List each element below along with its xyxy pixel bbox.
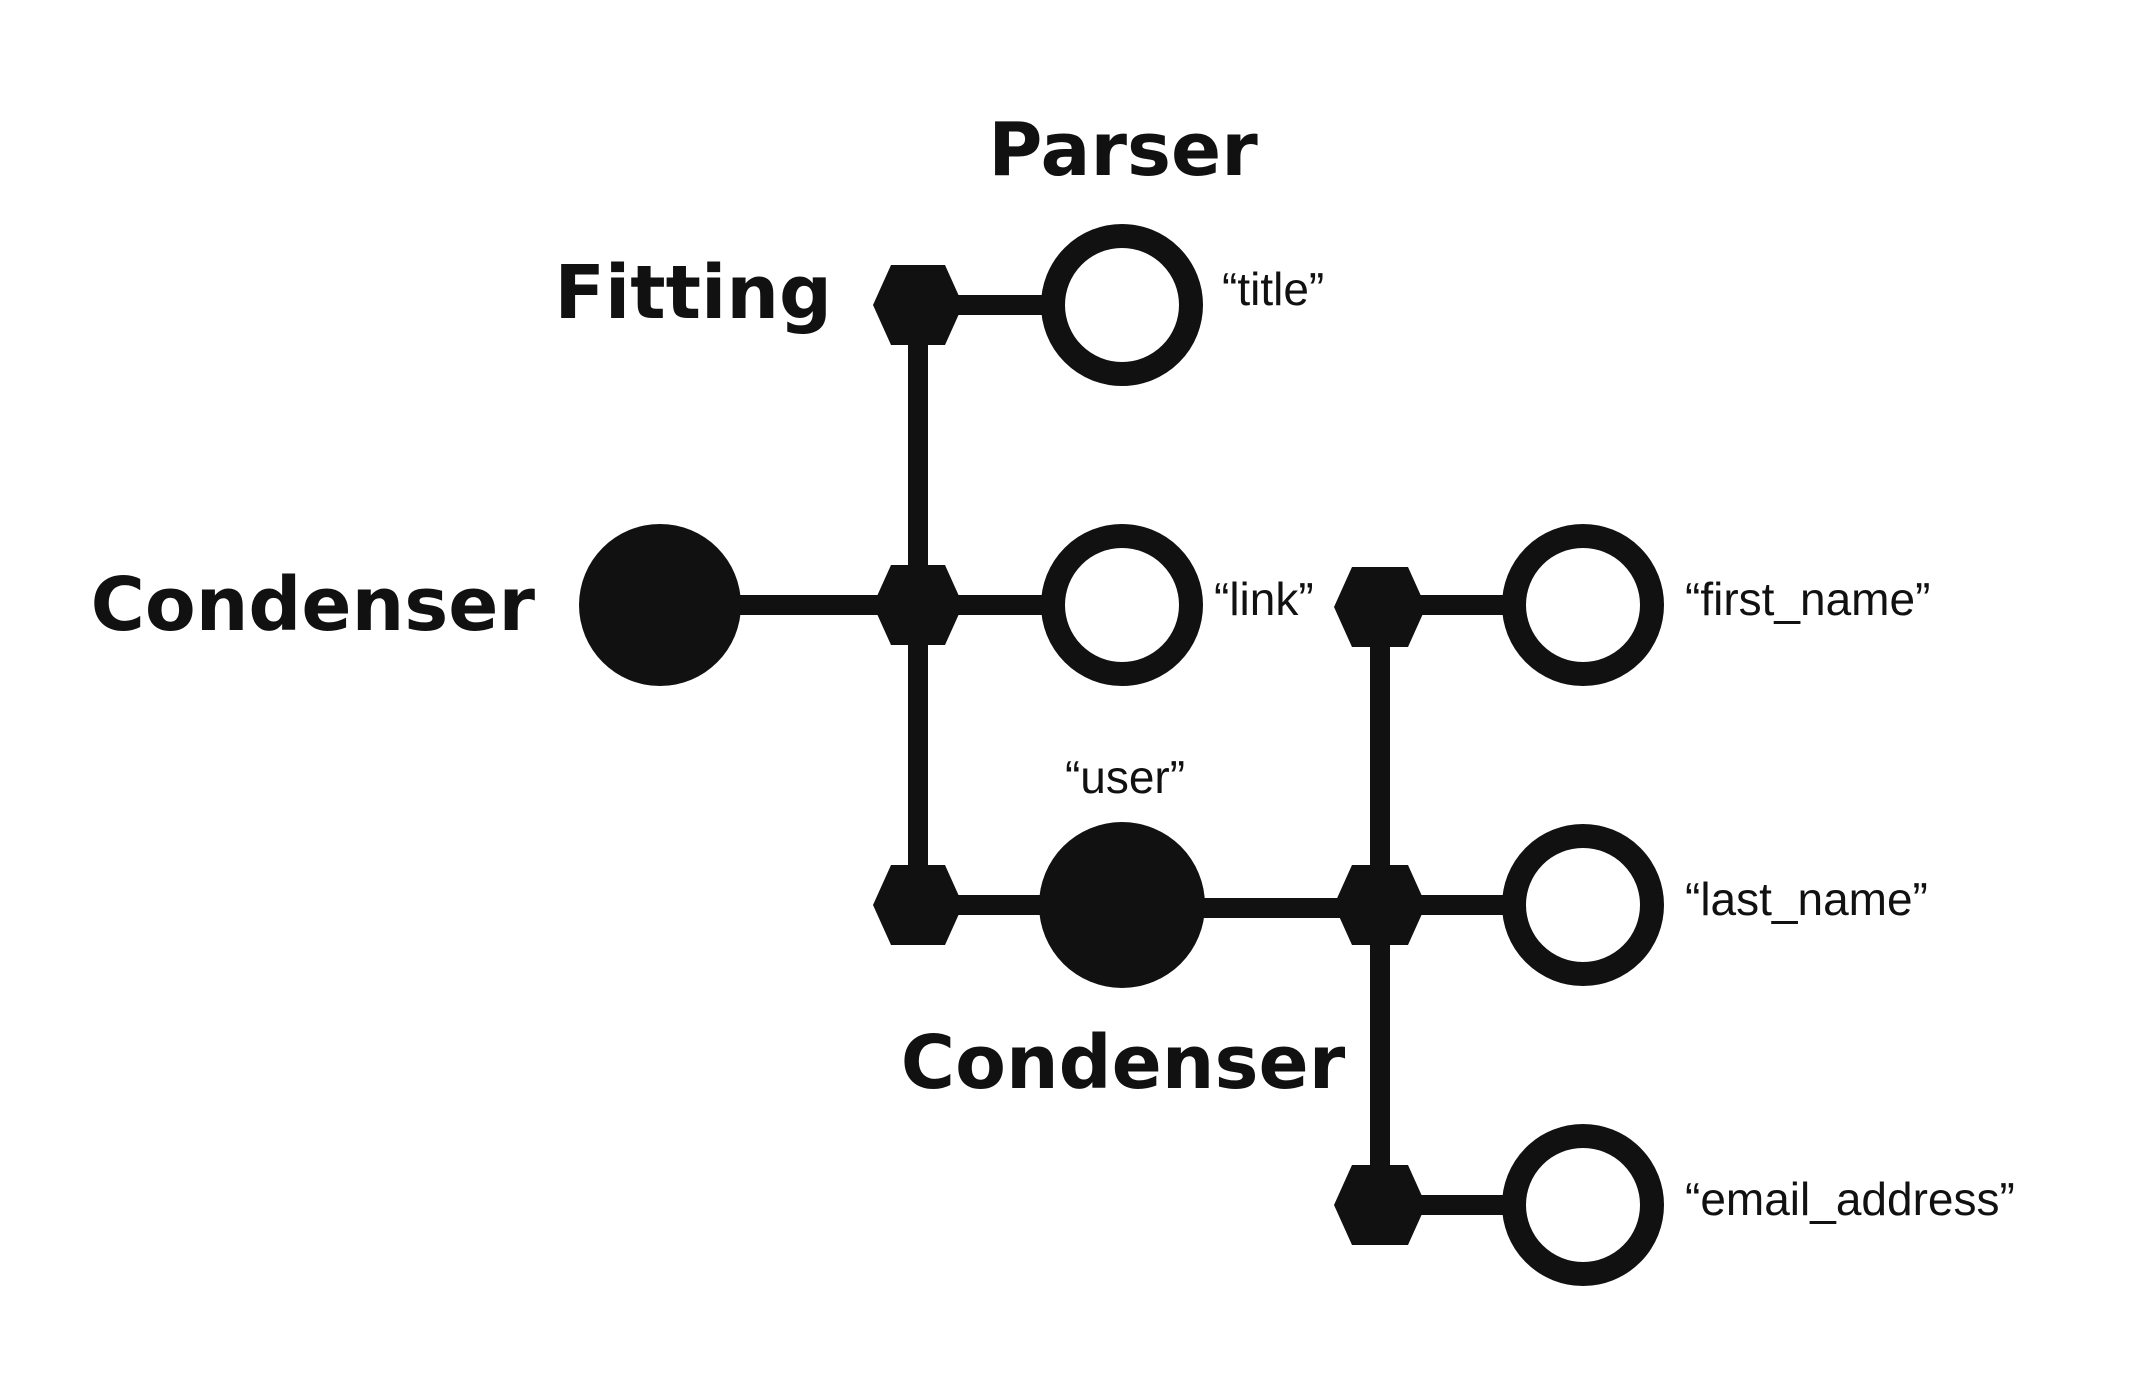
fitting-icon bbox=[873, 865, 963, 945]
field-title: “title” bbox=[1222, 263, 1324, 315]
fitting-icon bbox=[873, 265, 963, 345]
field-first-name: “first_name” bbox=[1685, 573, 1930, 625]
field-link: “link” bbox=[1214, 573, 1314, 625]
fitting-icon bbox=[1334, 865, 1426, 945]
label-fitting: Fitting bbox=[554, 250, 832, 336]
fitting-icon bbox=[873, 565, 963, 645]
parser-node-icon bbox=[1502, 524, 1664, 686]
label-condenser-root: Condenser bbox=[91, 562, 536, 648]
field-email-address: “email_address” bbox=[1685, 1173, 2015, 1225]
fitting-icon bbox=[1334, 567, 1426, 647]
parser-node-icon bbox=[1041, 224, 1203, 386]
fitting-icon bbox=[1334, 1165, 1426, 1245]
field-user: “user” bbox=[1065, 751, 1185, 803]
condenser-node-icon bbox=[1039, 822, 1205, 988]
label-condenser-user: Condenser bbox=[901, 1020, 1346, 1106]
parsers bbox=[1041, 224, 1664, 1286]
condensers bbox=[579, 524, 1205, 988]
parser-node-icon bbox=[1502, 824, 1664, 986]
condenser-node-icon bbox=[579, 524, 741, 686]
field-last-name: “last_name” bbox=[1685, 873, 1928, 925]
parser-node-icon bbox=[1502, 1124, 1664, 1286]
parser-node-icon bbox=[1041, 524, 1203, 686]
fittings bbox=[873, 265, 1426, 1245]
label-parser: Parser bbox=[988, 107, 1258, 193]
